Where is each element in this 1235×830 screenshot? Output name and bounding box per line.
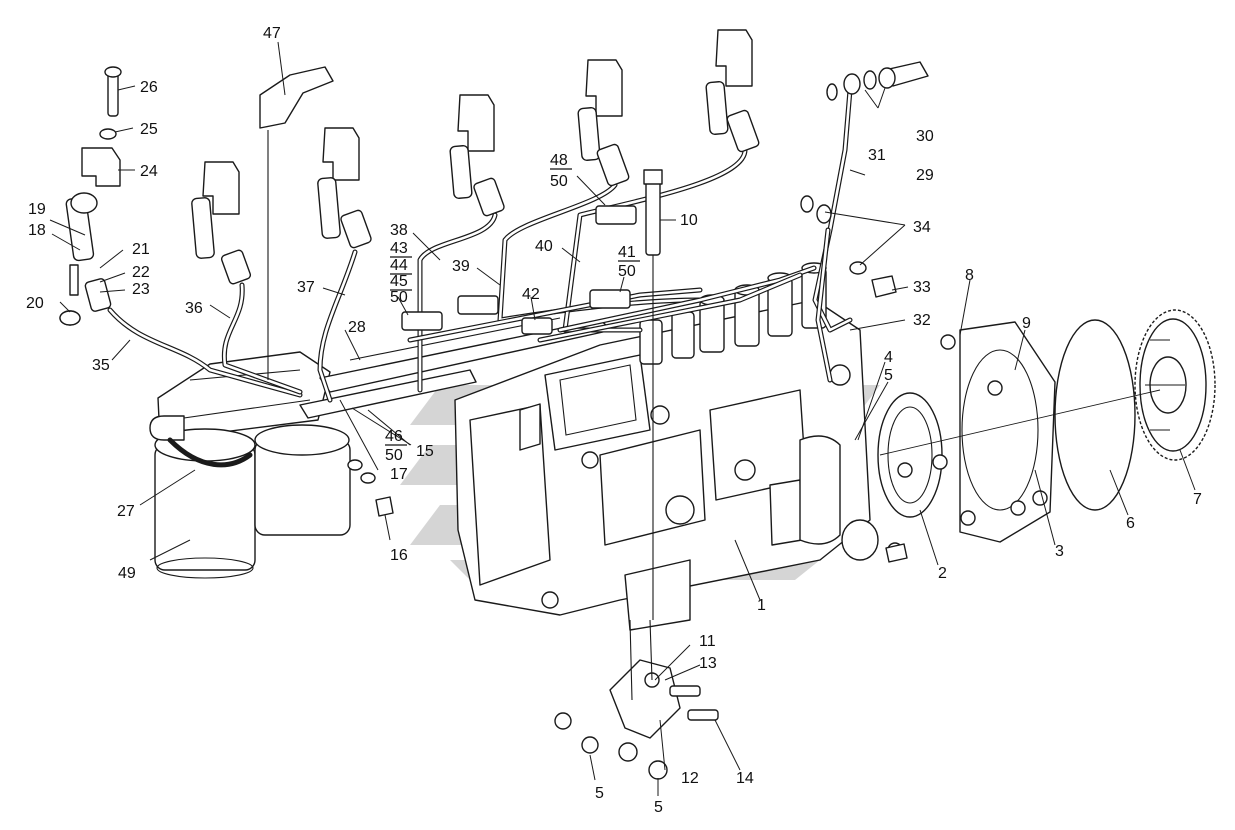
callout-29: 29	[916, 167, 934, 184]
callout-18: 18	[28, 222, 46, 239]
callout-25: 25	[140, 121, 158, 138]
injector-5	[577, 59, 630, 187]
callout-31: 31	[868, 147, 886, 164]
leader-lines	[49, 41, 1196, 796]
callout-5-mid: 5	[654, 799, 663, 816]
stack-item: 48	[550, 152, 568, 169]
fuel-filter-assembly	[149, 351, 351, 579]
callout-30: 30	[916, 128, 934, 145]
callout-17: 17	[390, 466, 408, 483]
stack-41-50: 41 50	[618, 244, 640, 280]
washers-34	[800, 195, 897, 298]
callout-2: 2	[938, 565, 947, 582]
lifting-bracket	[259, 66, 334, 380]
callout-19: 19	[28, 201, 46, 218]
injector-1	[59, 66, 122, 326]
banjo-bolt-30	[826, 61, 929, 101]
bolt-10	[643, 169, 663, 620]
callout-4: 4	[884, 349, 893, 366]
callout-40: 40	[535, 238, 553, 255]
small-parts	[59, 310, 908, 563]
stack-item: 50	[390, 289, 408, 306]
callout-5-left: 5	[595, 785, 604, 802]
callout-24: 24	[140, 163, 158, 180]
callout-42: 42	[522, 286, 540, 303]
callout-5-pump: 5	[884, 367, 893, 384]
drive-gear-7	[1134, 309, 1216, 461]
injector-4	[449, 94, 505, 217]
callout-23: 23	[132, 281, 150, 298]
high-pressure-pipes	[107, 147, 817, 403]
callout-10: 10	[680, 212, 698, 229]
drive-axis	[879, 389, 1161, 456]
stack-46-50: 46 50	[385, 428, 407, 464]
callout-26: 26	[140, 79, 158, 96]
stack-item: 41	[618, 244, 636, 261]
callout-22: 22	[132, 264, 150, 281]
callout-21: 21	[132, 241, 150, 258]
callout-3: 3	[1055, 543, 1064, 560]
stack-item: 46	[385, 428, 403, 445]
callout-7: 7	[1193, 491, 1202, 508]
callout-39: 39	[452, 258, 470, 275]
callouts: 1 2 3 4 5 5 5 6 7 8 9 10 11 12 13 14 15 …	[26, 25, 1202, 816]
callout-49: 49	[118, 565, 136, 582]
callout-9: 9	[1022, 315, 1031, 332]
stack-43-44-45-50: 43 44 45 50	[390, 240, 412, 306]
callout-34: 34	[913, 219, 931, 236]
stack-item: 43	[390, 240, 408, 257]
callout-12: 12	[681, 770, 699, 787]
callout-38: 38	[390, 222, 408, 239]
injector-3	[317, 127, 372, 249]
fuel-return-pipe	[812, 87, 853, 383]
callout-1: 1	[757, 597, 766, 614]
o-ring-6	[1054, 319, 1136, 511]
stack-item: 50	[618, 263, 636, 280]
injector-6	[705, 29, 760, 153]
injector-2	[191, 161, 252, 285]
callout-20: 20	[26, 295, 44, 312]
injection-pump-body	[454, 299, 879, 631]
stack-item: 50	[550, 173, 568, 190]
stack-item: 45	[390, 273, 408, 290]
stack-item: 44	[390, 257, 408, 274]
stack-48-50: 48 50	[550, 152, 572, 190]
callout-8: 8	[965, 267, 974, 284]
callout-6: 6	[1126, 515, 1135, 532]
callout-33: 33	[913, 279, 931, 296]
gasket-2	[877, 392, 943, 518]
callout-14: 14	[736, 770, 754, 787]
callout-47: 47	[263, 25, 281, 42]
callout-36: 36	[185, 300, 203, 317]
callout-28: 28	[348, 319, 366, 336]
stack-item: 50	[385, 447, 403, 464]
callout-13: 13	[699, 655, 717, 672]
callout-27: 27	[117, 503, 135, 520]
callout-15: 15	[416, 443, 434, 460]
mounting-bracket-12	[554, 619, 719, 780]
callout-16: 16	[390, 547, 408, 564]
callout-32: 32	[913, 312, 931, 329]
callout-35: 35	[92, 357, 110, 374]
callout-11: 11	[699, 633, 716, 650]
callout-37: 37	[297, 279, 315, 296]
pipe-clamps	[401, 205, 637, 335]
